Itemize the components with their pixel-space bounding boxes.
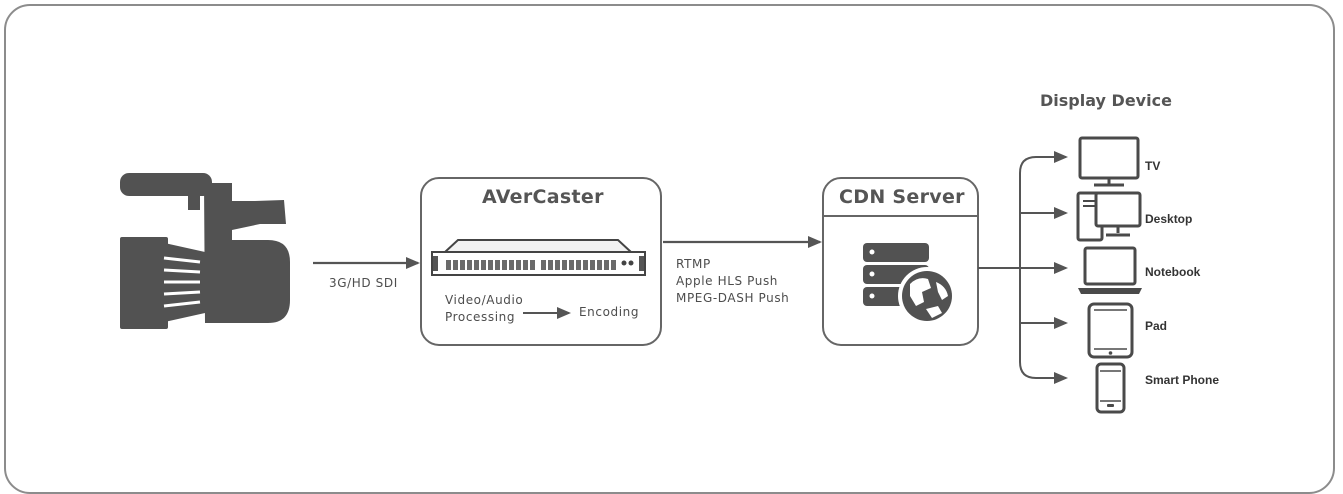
device-label-pad: Pad [1145,319,1168,333]
device-label-desktop: Desktop [1145,212,1193,226]
desktop-icon [1076,191,1142,242]
process-from-label: Video/Audio Processing [445,292,523,326]
rack-server-icon [431,239,646,276]
tablet-icon [1087,302,1134,359]
sdi-link-label: 3G/HD SDI [329,276,398,290]
smartphone-icon [1095,362,1126,414]
workflow-diagram [120,136,1142,414]
tv-icon [1078,136,1140,187]
process-from-line1: Video/Audio [445,293,524,307]
display-device-header: Display Device [1040,91,1172,110]
device-label-smartphone: Smart Phone [1145,373,1220,387]
video-camera-icon [120,173,290,329]
protocol-item: RTMP [676,257,711,271]
protocol-list: RTMP Apple HLS Push MPEG-DASH Push [676,256,789,307]
protocol-item: MPEG-DASH Push [676,291,790,305]
device-label-tv: TV [1145,159,1161,173]
process-from-line2: Processing [445,310,516,324]
cdn-title: CDN Server [839,186,965,208]
protocol-item: Apple HLS Push [676,274,779,288]
device-arrows [1020,151,1068,384]
avercaster-title: AVerCaster [482,186,604,208]
notebook-icon [1078,246,1142,294]
process-to-label: Encoding [579,305,640,319]
device-label-notebook: Notebook [1145,265,1201,279]
server-globe-icon [863,243,956,325]
